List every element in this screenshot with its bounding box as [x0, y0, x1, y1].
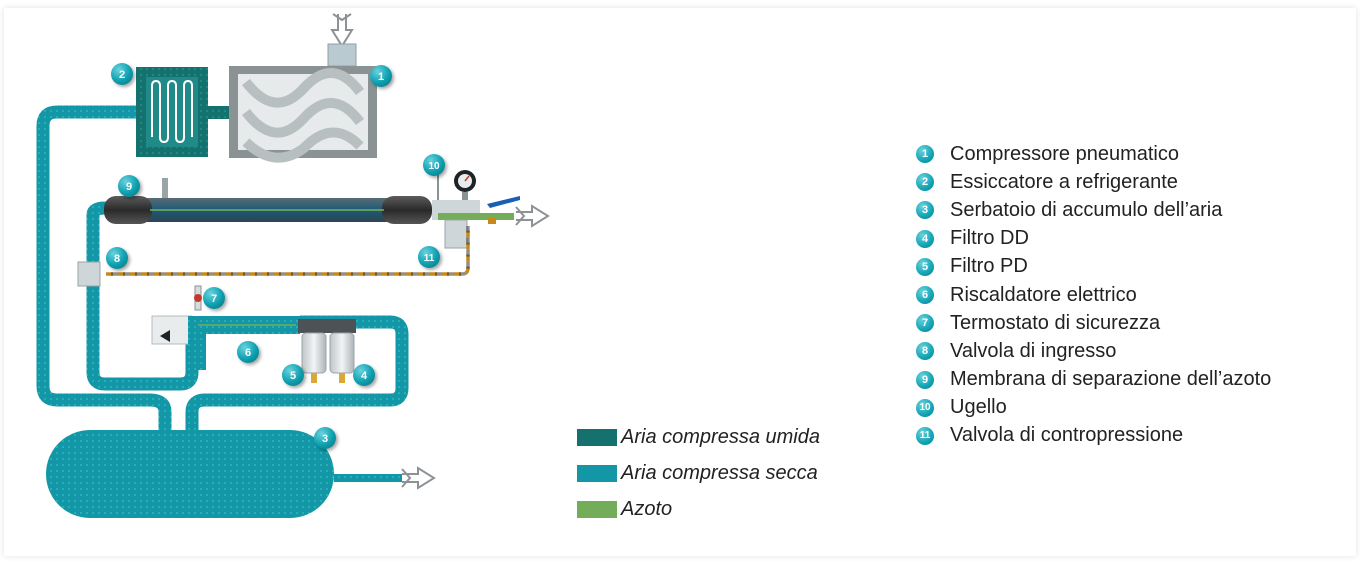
key-label: Compressore pneumatico	[950, 142, 1179, 165]
key-number: 11	[916, 426, 934, 445]
svg-text:10: 10	[428, 161, 440, 172]
key-item: 7 Termostato di sicurezza	[916, 309, 1271, 337]
legend-item-wet-air: Aria compressa umida	[577, 424, 820, 450]
key-label: Serbatoio di accumulo dell’aria	[950, 198, 1223, 221]
svg-text:2: 2	[119, 69, 125, 81]
badge-3: 3	[314, 427, 336, 449]
svg-text:7: 7	[211, 293, 217, 305]
flow-legend: Aria compressa umida Aria compressa secc…	[577, 424, 820, 532]
key-number: 4	[916, 229, 934, 248]
svg-text:6: 6	[245, 347, 251, 359]
badge-10: 10	[423, 154, 445, 176]
legend-swatch	[577, 500, 617, 518]
air-receiver	[46, 430, 334, 518]
component-key: 1 Compressore pneumatico 2 Essiccatore a r…	[916, 140, 1271, 450]
svg-text:8: 8	[114, 253, 120, 265]
key-item: 2 Essiccatore a refrigerante	[916, 168, 1271, 196]
badge-11: 11	[418, 246, 440, 268]
key-number: 3	[916, 201, 934, 220]
key-label: Ugello	[950, 396, 1007, 419]
key-number: 10	[916, 398, 934, 417]
key-label: Riscaldatore elettrico	[950, 283, 1137, 306]
wet-air-pipe	[208, 106, 234, 119]
badge-6: 6	[237, 341, 259, 363]
badge-2: 2	[111, 63, 133, 85]
badge-1: 1	[370, 65, 392, 87]
legend-swatch	[577, 464, 617, 482]
safety-thermostat	[194, 285, 202, 311]
inlet-filter	[327, 43, 357, 67]
refrigerant-dryer	[136, 67, 208, 157]
legend-label: Aria compressa umida	[621, 425, 820, 448]
nitrogen-outlet-arrow	[515, 204, 550, 228]
nitrogen-membrane	[104, 178, 432, 224]
key-item: 4 Filtro DD	[916, 225, 1271, 253]
compressor	[229, 66, 377, 163]
key-item: 6 Riscaldatore elettrico	[916, 281, 1271, 309]
legend-label: Aria compressa secca	[621, 461, 818, 484]
key-item: 5 Filtro PD	[916, 253, 1271, 281]
key-item: 11 Valvola di contropressione	[916, 422, 1271, 450]
key-item: 1 Compressore pneumatico	[916, 140, 1271, 168]
key-label: Valvola di ingresso	[950, 339, 1117, 362]
control-line	[106, 226, 470, 276]
key-number: 6	[916, 286, 934, 305]
inlet-valve	[77, 261, 101, 287]
svg-text:9: 9	[126, 181, 132, 193]
dry-air-pipes	[36, 105, 409, 430]
key-number: 2	[916, 173, 934, 192]
electric-heater	[151, 315, 300, 370]
key-label: Valvola di contropressione	[950, 424, 1184, 447]
svg-text:3: 3	[322, 433, 328, 445]
badge-4: 4	[353, 364, 375, 386]
badge-5: 5	[282, 364, 304, 386]
key-label: Filtro DD	[950, 227, 1029, 250]
key-label: Termostato di sicurezza	[950, 311, 1161, 334]
key-item: 8 Valvola di ingresso	[916, 337, 1271, 365]
svg-text:5: 5	[290, 370, 296, 382]
badge-7: 7	[203, 287, 225, 309]
key-number: 8	[916, 342, 934, 361]
key-number: 1	[916, 145, 934, 164]
svg-text:4: 4	[361, 370, 368, 382]
air-inlet-arrow	[330, 13, 354, 48]
svg-text:11: 11	[424, 253, 435, 264]
key-label: Filtro PD	[950, 255, 1028, 278]
filters	[298, 319, 356, 383]
key-item: 3 Serbatoio di accumulo dell’aria	[916, 196, 1271, 224]
key-number: 9	[916, 370, 934, 389]
legend-item-nitrogen: Azoto	[577, 496, 820, 522]
legend-label: Azoto	[621, 497, 673, 520]
badge-9: 9	[118, 175, 140, 197]
receiver-outlet-arrow	[401, 466, 436, 490]
key-item: 9 Membrana di separazione dell’azoto	[916, 366, 1271, 394]
legend-swatch	[577, 428, 617, 446]
key-label: Membrana di separazione dell’azoto	[950, 368, 1272, 391]
badge-8: 8	[106, 247, 128, 269]
svg-text:1: 1	[378, 71, 384, 83]
legend-item-dry-air: Aria compressa secca	[577, 460, 820, 486]
key-number: 7	[916, 314, 934, 333]
outlet-valve-assembly	[432, 170, 520, 249]
key-number: 5	[916, 257, 934, 276]
key-label: Essiccatore a refrigerante	[950, 170, 1178, 193]
key-item: 10 Ugello	[916, 394, 1271, 422]
